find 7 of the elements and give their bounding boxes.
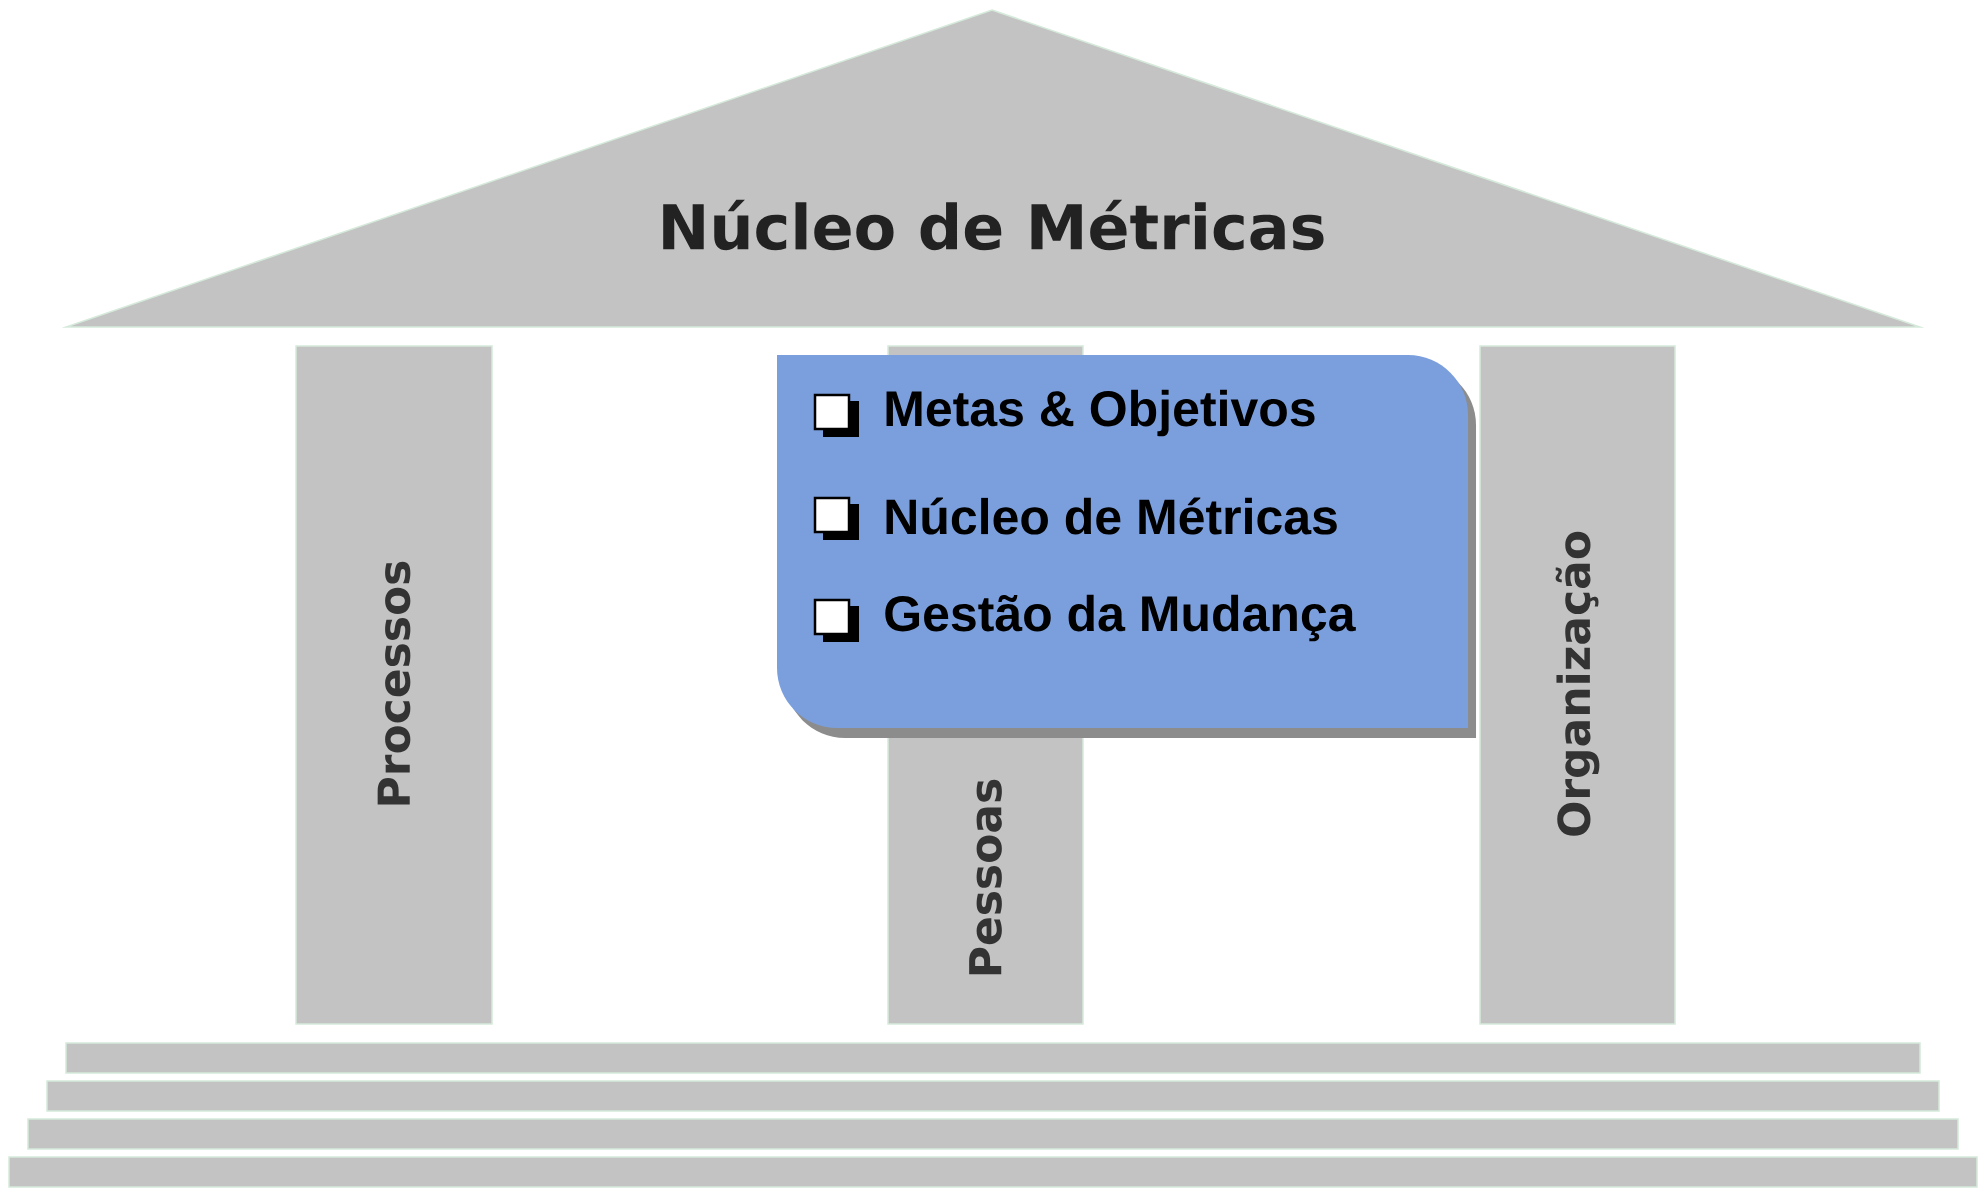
pillar: Processos [295, 345, 493, 1025]
step-bar [8, 1156, 1978, 1188]
callout-banner [777, 355, 1476, 738]
step-bar [27, 1118, 1959, 1150]
step-bar [46, 1080, 1940, 1112]
pillar: Organização [1479, 345, 1676, 1025]
step-bar [65, 1042, 1921, 1074]
